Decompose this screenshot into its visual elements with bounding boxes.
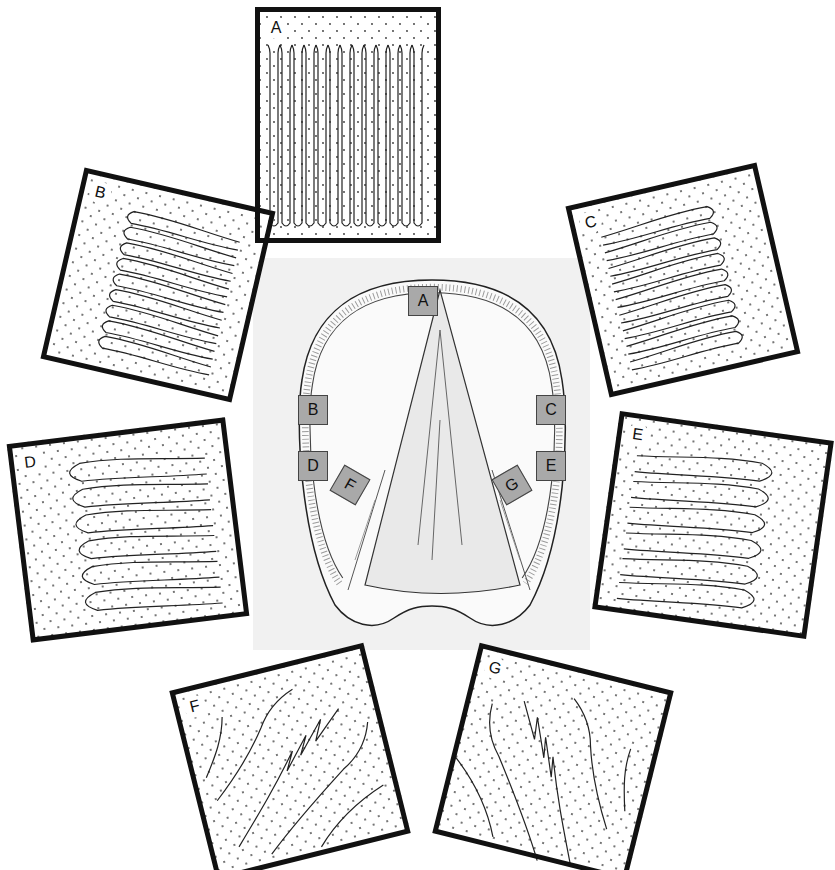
zoom-panel: F bbox=[169, 643, 410, 870]
location-letter: B bbox=[308, 401, 319, 419]
zoom-panel: G bbox=[432, 643, 673, 870]
panel-letter: B bbox=[87, 179, 113, 205]
location-letter: E bbox=[546, 457, 557, 475]
panel-letter: E bbox=[625, 422, 650, 447]
location-box: C bbox=[536, 395, 566, 425]
zoom-panel: C bbox=[565, 162, 800, 397]
location-box: G bbox=[492, 465, 533, 506]
location-box: B bbox=[298, 395, 328, 425]
zoom-panel: A bbox=[255, 7, 441, 243]
panel-letter: D bbox=[18, 450, 43, 475]
location-letter: C bbox=[545, 401, 557, 419]
zoom-panel: D bbox=[7, 417, 250, 642]
panel-letter: G bbox=[482, 655, 509, 682]
panel-letter: A bbox=[265, 17, 287, 39]
location-letter: G bbox=[502, 474, 522, 496]
location-letter: A bbox=[418, 292, 429, 310]
zoom-panel: B bbox=[40, 167, 275, 402]
zoom-panel: E bbox=[592, 411, 834, 639]
panel-letter: C bbox=[577, 209, 603, 235]
panel-letter: F bbox=[181, 693, 208, 720]
location-letter: F bbox=[341, 475, 358, 495]
location-box: F bbox=[330, 465, 371, 506]
location-letter: D bbox=[307, 457, 319, 475]
location-box: D bbox=[298, 451, 328, 481]
location-box: E bbox=[536, 451, 566, 481]
location-box: A bbox=[408, 286, 438, 316]
